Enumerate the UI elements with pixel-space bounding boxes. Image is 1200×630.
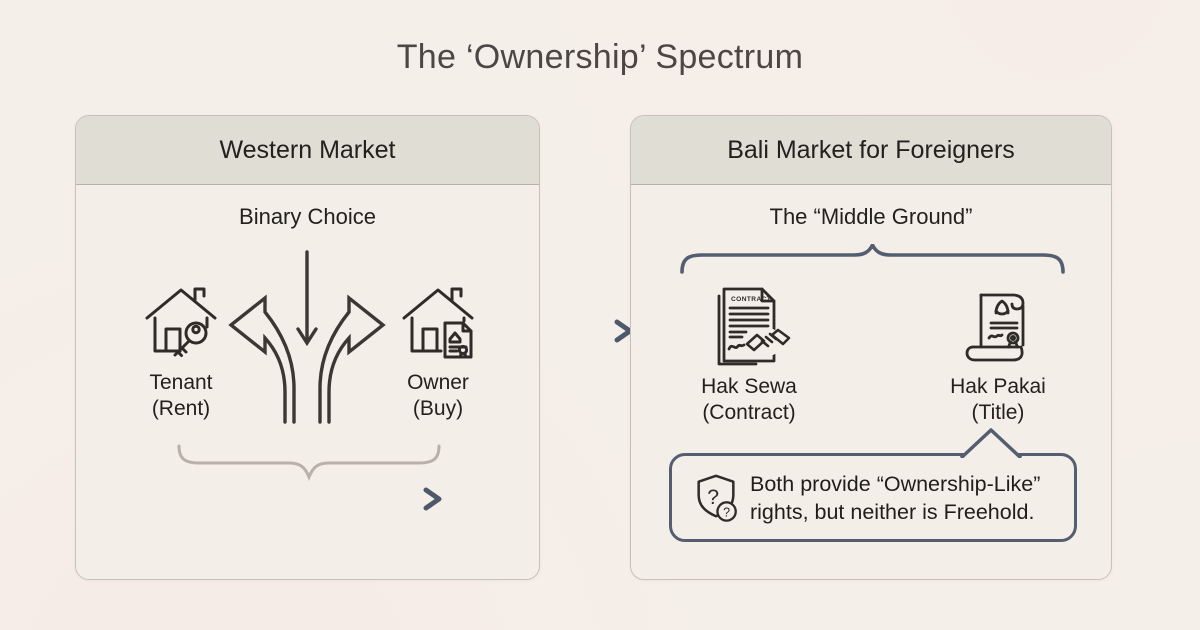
tenant-label: Tenant (Rent) bbox=[118, 370, 244, 422]
western-market-header: Western Market bbox=[76, 116, 539, 185]
option-tenant: Tenant (Rent) bbox=[118, 281, 244, 422]
panel-western-market: Western Market Binary Choice bbox=[75, 115, 540, 580]
hak-sewa-label: Hak Sewa (Contract) bbox=[686, 374, 812, 426]
contract-doc-label: CONTRACT bbox=[731, 296, 771, 303]
hak-pakai-label-line1: Hak Pakai bbox=[950, 375, 1046, 398]
option-owner: Owner (Buy) bbox=[375, 281, 501, 422]
title-scroll-icon bbox=[965, 293, 1025, 362]
middle-ground-brace-icon bbox=[680, 244, 1065, 274]
hak-sewa-label-line2: (Contract) bbox=[702, 401, 796, 424]
page-title: The ‘Ownership’ Spectrum bbox=[396, 38, 804, 76]
bali-subtitle: The “Middle Ground” bbox=[769, 204, 973, 229]
tenant-label-line1: Tenant bbox=[149, 371, 213, 394]
callout-notch bbox=[959, 428, 1023, 458]
panel-bali-market: Bali Market for Foreigners The “Middle G… bbox=[630, 115, 1112, 580]
svg-text:?: ? bbox=[723, 505, 730, 519]
bali-market-header: Bali Market for Foreigners bbox=[631, 116, 1111, 185]
fork-arrow-icon bbox=[228, 250, 386, 424]
hak-sewa-label-line1: Hak Sewa bbox=[701, 375, 797, 398]
spectrum-arrow-icon bbox=[180, 487, 442, 511]
equivalence-line-icon bbox=[800, 320, 946, 326]
range-brace-icon bbox=[177, 444, 441, 482]
ownership-note-line1: Both provide “Ownership-Like” bbox=[750, 471, 1041, 496]
tenant-label-line2: (Rent) bbox=[151, 397, 211, 420]
ownership-note-callout: ? ? Both provide “Ownership-Like” rights… bbox=[669, 453, 1077, 542]
svg-text:?: ? bbox=[707, 485, 719, 508]
flow-arrow-icon bbox=[545, 319, 633, 343]
ownership-note-line2: rights, but neither is Freehold. bbox=[750, 499, 1035, 524]
contract-handshake-icon: CONTRACT bbox=[717, 287, 791, 366]
hak-pakai-label: Hak Pakai (Title) bbox=[935, 374, 1061, 426]
shield-question-icon: ? ? bbox=[697, 474, 737, 522]
option-hak-pakai: Hak Pakai (Title) bbox=[935, 281, 1061, 426]
western-subtitle: Binary Choice bbox=[239, 204, 376, 229]
owner-label: Owner (Buy) bbox=[375, 370, 501, 422]
owner-label-line2: (Buy) bbox=[412, 397, 464, 420]
hak-pakai-label-line2: (Title) bbox=[971, 401, 1025, 424]
house-key-icon bbox=[145, 287, 217, 357]
ownership-note-text: Both provide “Ownership-Like” rights, bu… bbox=[750, 470, 1040, 526]
house-deed-icon bbox=[402, 287, 474, 359]
owner-label-line1: Owner bbox=[407, 371, 469, 394]
option-hak-sewa: CONTRACT Hak Sewa (Contract) bbox=[686, 281, 812, 426]
